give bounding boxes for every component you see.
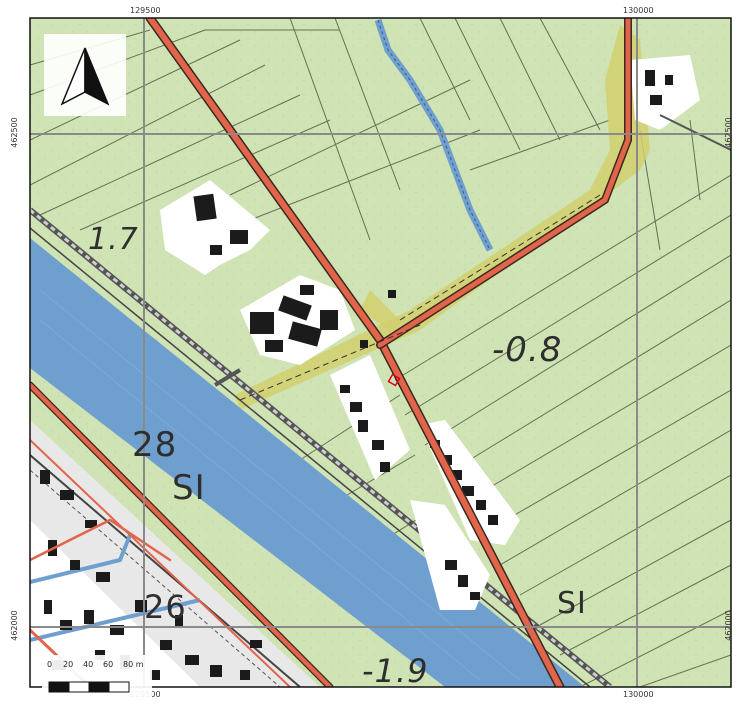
coord-top-left-x: 129500	[130, 6, 161, 15]
lock-label-west: SI	[172, 468, 206, 508]
coord-right-lower-y: 462000	[723, 610, 733, 641]
coord-top-right-x: 130000	[623, 6, 654, 15]
buildings-northeast	[630, 55, 731, 151]
parcel-lines	[30, 18, 731, 687]
scale-tick-80: 80 m	[123, 660, 144, 669]
railway-lines	[30, 207, 612, 687]
scale-bar: 0 20 40 60 80 m	[42, 655, 152, 699]
farm-complex	[160, 180, 270, 275]
scale-tick-40: 40	[83, 660, 94, 669]
scale-tick-60: 60	[103, 660, 114, 669]
scale-tick-20: 20	[63, 660, 74, 669]
yellow-dike-belts	[235, 25, 650, 410]
coord-right-upper-y: 462500	[723, 117, 733, 148]
roads	[30, 18, 632, 687]
tracks	[239, 194, 601, 401]
scale-segments	[48, 681, 130, 693]
ribbon-development	[330, 290, 520, 610]
north-arrow-icon	[44, 34, 126, 116]
canal-label-28: 28	[132, 425, 178, 465]
coord-left-upper-y: 462500	[9, 117, 19, 148]
label-26: 26	[144, 588, 187, 626]
site-marker-icon[interactable]	[387, 373, 401, 387]
canal-texture	[39, 289, 521, 681]
map-frame	[29, 17, 732, 688]
lock-label-east: SI	[557, 586, 587, 621]
elevation-label-1-7: 1.7	[88, 222, 139, 257]
elevation-label-neg-0-8: -0.8	[492, 330, 563, 370]
coordinate-grid	[30, 18, 731, 687]
coord-bottom-right-x: 130000	[623, 690, 654, 699]
coord-left-lower-y: 462000	[9, 610, 19, 641]
central-farm	[213, 275, 355, 387]
elevation-label-neg-1-9: -1.9	[362, 652, 429, 690]
scale-tick-0: 0	[47, 660, 53, 669]
